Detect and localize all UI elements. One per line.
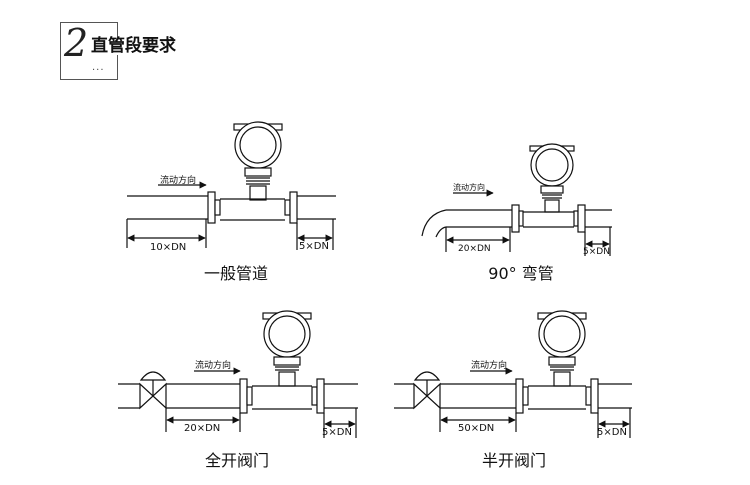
flow-direction-label: 流动方向	[453, 182, 485, 192]
flowmeter-transmitter	[262, 310, 312, 387]
diagram-90-elbow	[421, 143, 612, 256]
flowmeter-transmitter	[537, 310, 587, 387]
diagram-straight-pipe	[126, 121, 336, 250]
section-title: 直管段要求	[91, 36, 178, 56]
elbow-pipe	[421, 209, 447, 238]
flowmeter-transmitter	[529, 143, 575, 213]
flow-direction-label: 流动方向	[471, 359, 507, 371]
section-title-dots: ...	[92, 62, 105, 73]
upstream-pipe	[446, 209, 512, 228]
meter-body	[528, 385, 586, 410]
downstream-length-label: 5×DN	[299, 241, 329, 252]
upstream-flange	[515, 378, 529, 414]
downstream-length-label: 5×DN	[322, 427, 352, 438]
flowmeter-transmitter	[233, 121, 283, 201]
downstream-length-label: 5×DN	[583, 247, 610, 257]
valve	[413, 371, 441, 410]
valve	[139, 371, 167, 410]
meter-body	[523, 211, 574, 228]
diagram-half-open-valve	[394, 310, 632, 438]
upstream-length-label: 10×DN	[150, 242, 186, 253]
inlet-pipe	[118, 383, 140, 409]
diagram-caption: 半开阀门	[482, 451, 546, 470]
upstream-flange	[207, 191, 221, 224]
diagram-caption: 90° 弯管	[488, 264, 553, 283]
downstream-flange	[585, 378, 599, 414]
diagram-caption: 一般管道	[204, 264, 268, 283]
upstream-length-label: 20×DN	[184, 423, 220, 434]
upstream-pipe	[127, 195, 208, 220]
flow-direction-label: 流动方向	[195, 359, 231, 371]
downstream-pipe	[585, 209, 612, 228]
upstream-length-label: 20×DN	[458, 244, 491, 254]
upstream-flange	[511, 204, 524, 233]
downstream-flange	[573, 204, 586, 233]
flow-direction-label: 流动方向	[160, 174, 196, 186]
meter-body	[220, 198, 285, 221]
downstream-pipe	[324, 383, 358, 409]
upstream-pipe	[166, 383, 240, 409]
inlet-pipe	[394, 383, 414, 409]
section-number: 2	[64, 21, 89, 65]
upstream-flange	[239, 378, 253, 414]
downstream-pipe	[297, 195, 336, 220]
diagram-caption: 全开阀门	[205, 451, 269, 470]
diagram-full-open-valve	[118, 310, 358, 438]
meter-body	[252, 385, 312, 410]
downstream-pipe	[598, 383, 632, 409]
upstream-length-label: 50×DN	[458, 423, 494, 434]
downstream-length-label: 5×DN	[597, 427, 627, 438]
upstream-pipe	[440, 383, 516, 409]
downstream-flange	[284, 191, 298, 224]
downstream-flange	[311, 378, 325, 414]
